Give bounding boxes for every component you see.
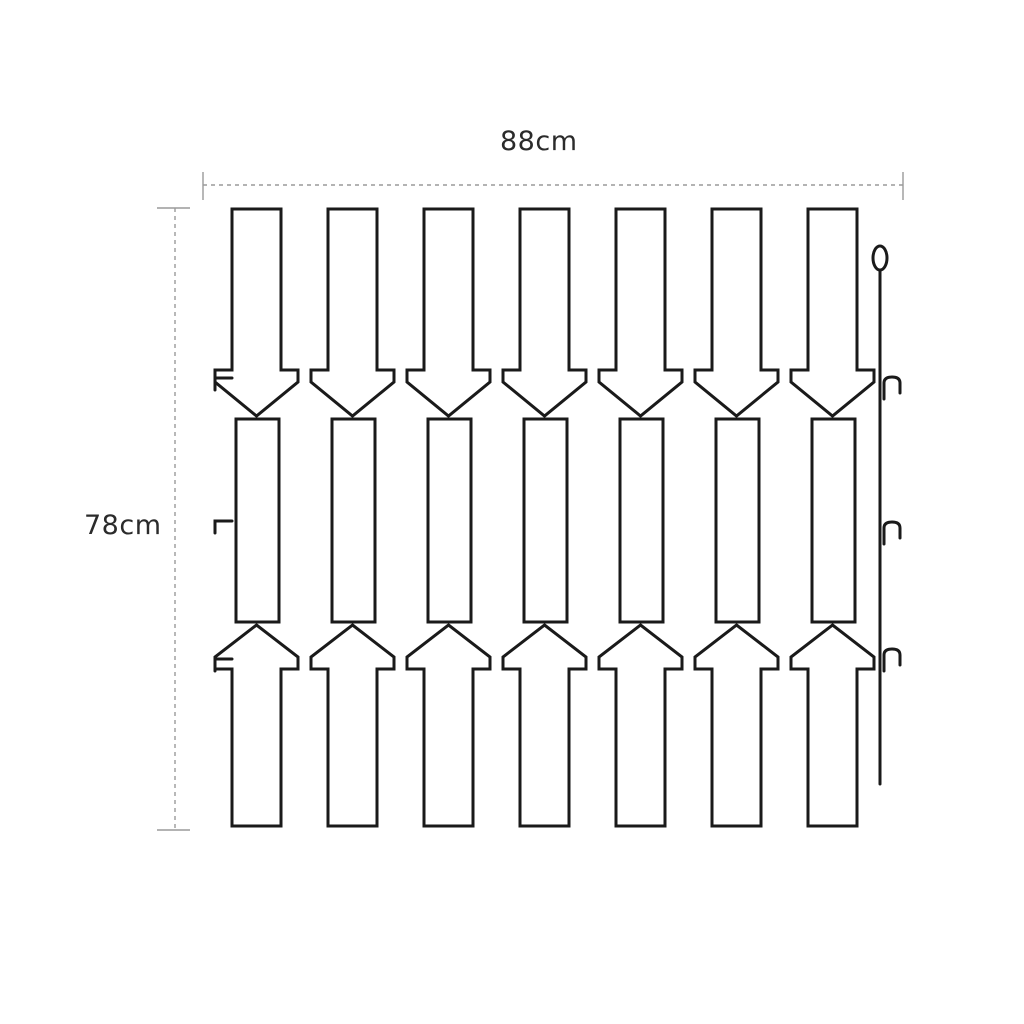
right-hook-2: [882, 520, 902, 546]
left-hook-1: [213, 376, 234, 392]
middle-bar-1: [234, 417, 281, 624]
top-arrow-3: [405, 207, 492, 418]
top-arrow-7: [789, 207, 876, 418]
left-hook-2: [213, 519, 234, 535]
bottom-arrow-3: [405, 623, 492, 828]
middle-bar-5: [618, 417, 665, 624]
middle-bar-3: [426, 417, 473, 624]
bottom-arrow-7: [789, 623, 876, 828]
bottom-arrow-4: [501, 623, 588, 828]
ground-stake: [871, 244, 889, 786]
middle-bar-2: [330, 417, 377, 624]
middle-bar-4: [522, 417, 569, 624]
top-arrow-2: [309, 207, 396, 418]
top-arrow-4: [501, 207, 588, 418]
stake-ring: [871, 244, 889, 272]
bottom-arrow-6: [693, 623, 780, 828]
left-hook-3: [213, 657, 234, 673]
top-arrow-6: [693, 207, 780, 418]
bottom-arrow-1: [213, 623, 300, 828]
middle-bar-6: [714, 417, 761, 624]
middle-bar-7: [810, 417, 857, 624]
height-dimension: [157, 207, 190, 831]
bottom-arrow-2: [309, 623, 396, 828]
right-hook-1: [882, 375, 902, 401]
bottom-arrow-5: [597, 623, 684, 828]
top-arrow-1: [213, 207, 300, 418]
height-label: 78cm: [84, 510, 162, 541]
side-hooks: [213, 375, 902, 673]
right-hook-3: [882, 647, 902, 673]
fence-panels: [213, 207, 876, 828]
width-label: 88cm: [500, 126, 578, 157]
width-dimension: [202, 172, 904, 200]
top-arrow-5: [597, 207, 684, 418]
